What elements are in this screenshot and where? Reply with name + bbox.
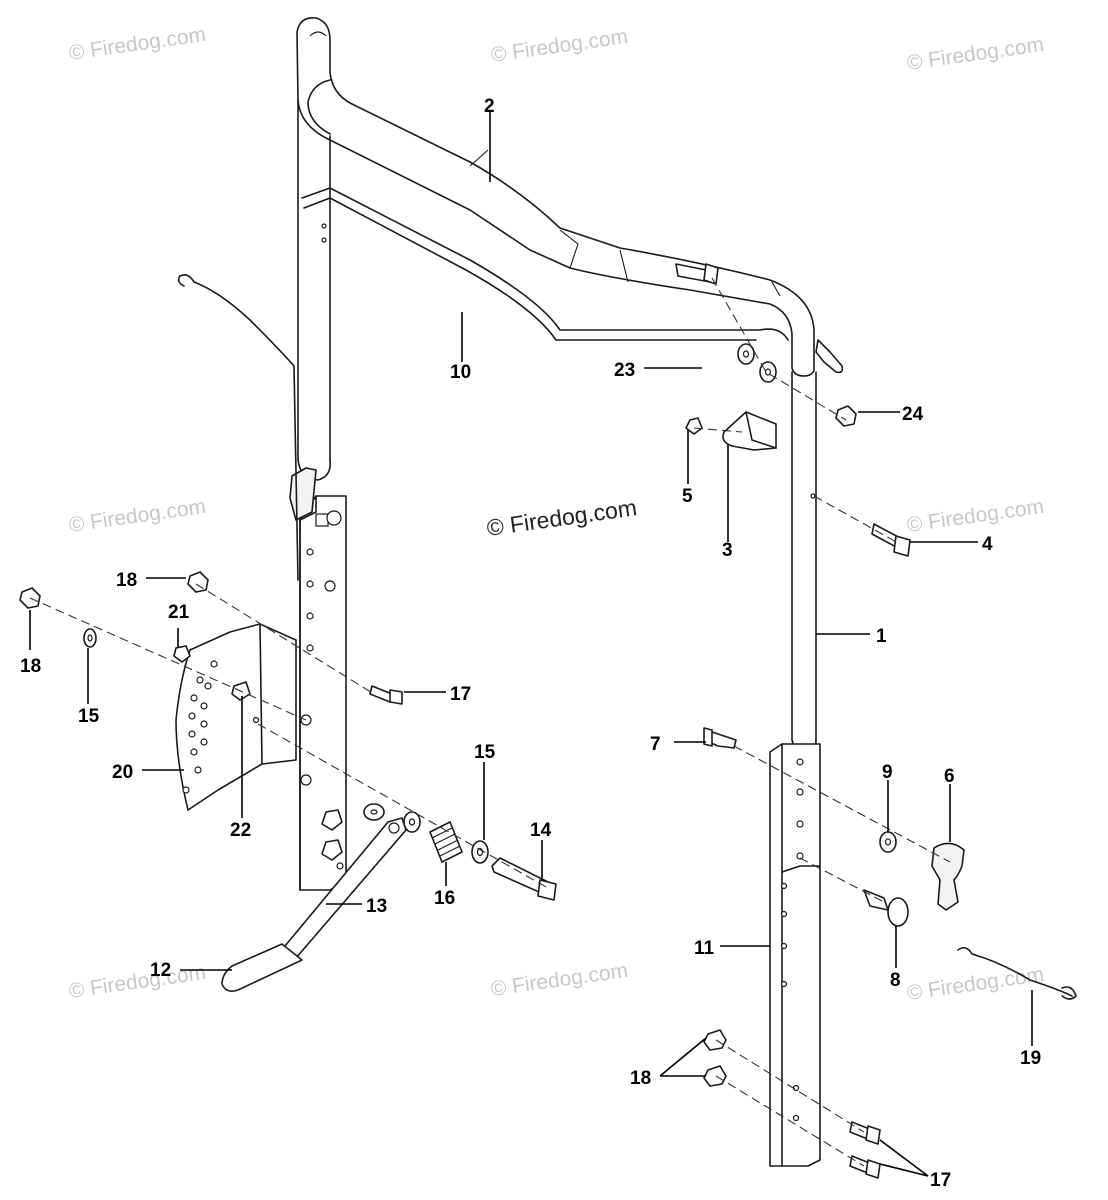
callout-22: 22 — [230, 820, 251, 841]
callout-14: 14 — [530, 820, 552, 841]
callout-11: 11 — [694, 938, 715, 959]
tether-cables — [177, 274, 1077, 1000]
callout-15-center: 15 — [474, 742, 496, 763]
callout-2: 2 — [484, 96, 495, 117]
callout-9: 9 — [882, 762, 893, 783]
callout-10: 10 — [450, 362, 471, 383]
right-upright-tube — [791, 371, 817, 757]
callouts: 2 10 23 24 5 3 4 1 18 21 18 15 17 20 22 … — [20, 96, 1041, 1191]
assembly-lines — [29, 277, 951, 1167]
callout-3: 3 — [722, 540, 733, 561]
callout-21: 21 — [168, 602, 190, 623]
watermark-text: © Firedog.com — [67, 23, 207, 65]
callout-19: 19 — [1020, 1048, 1041, 1069]
callout-18-left-nut: 18 — [116, 570, 137, 591]
watermark-text: © Firedog.com — [489, 959, 629, 1001]
watermark-text: © Firedog.com — [489, 25, 629, 67]
callout-20: 20 — [112, 762, 133, 783]
callout-24: 24 — [902, 404, 924, 425]
callout-8: 8 — [890, 970, 901, 991]
callout-1: 1 — [876, 626, 887, 647]
callout-18-far-left: 18 — [20, 656, 41, 677]
watermark-text: © Firedog.com — [905, 33, 1045, 75]
watermark-text: © Firedog.com — [67, 495, 207, 537]
callout-4: 4 — [982, 534, 993, 555]
callout-17-left: 17 — [450, 684, 471, 705]
callout-5: 5 — [682, 486, 693, 507]
adjuster-plate — [175, 623, 297, 811]
lever-arm — [221, 817, 407, 992]
right-lower-bracket — [769, 743, 821, 1167]
callout-13: 13 — [366, 896, 387, 917]
lower-handle-rod — [301, 187, 844, 374]
callout-7: 7 — [650, 734, 661, 755]
left-channel-bracket — [289, 467, 347, 891]
callout-12: 12 — [150, 960, 171, 981]
watermark-text: © Firedog.com — [905, 963, 1045, 1005]
watermark-layer: © Firedog.com © Firedog.com © Firedog.co… — [67, 23, 1045, 1005]
upper-handlebar — [296, 16, 815, 377]
callout-15-left: 15 — [78, 706, 100, 727]
callout-16: 16 — [434, 888, 455, 909]
callout-18-right: 18 — [630, 1068, 651, 1089]
callout-17-right: 17 — [930, 1170, 951, 1191]
pivot-hardware — [363, 803, 557, 901]
leader-lines — [29, 112, 1033, 1177]
left-upright-tube — [297, 99, 332, 481]
callout-23: 23 — [614, 360, 635, 381]
watermark-text: © Firedog.com — [67, 961, 207, 1003]
watermark-center-text: © Firedog.com — [485, 494, 638, 541]
callout-6: 6 — [944, 766, 955, 787]
watermark-text: © Firedog.com — [905, 495, 1045, 537]
